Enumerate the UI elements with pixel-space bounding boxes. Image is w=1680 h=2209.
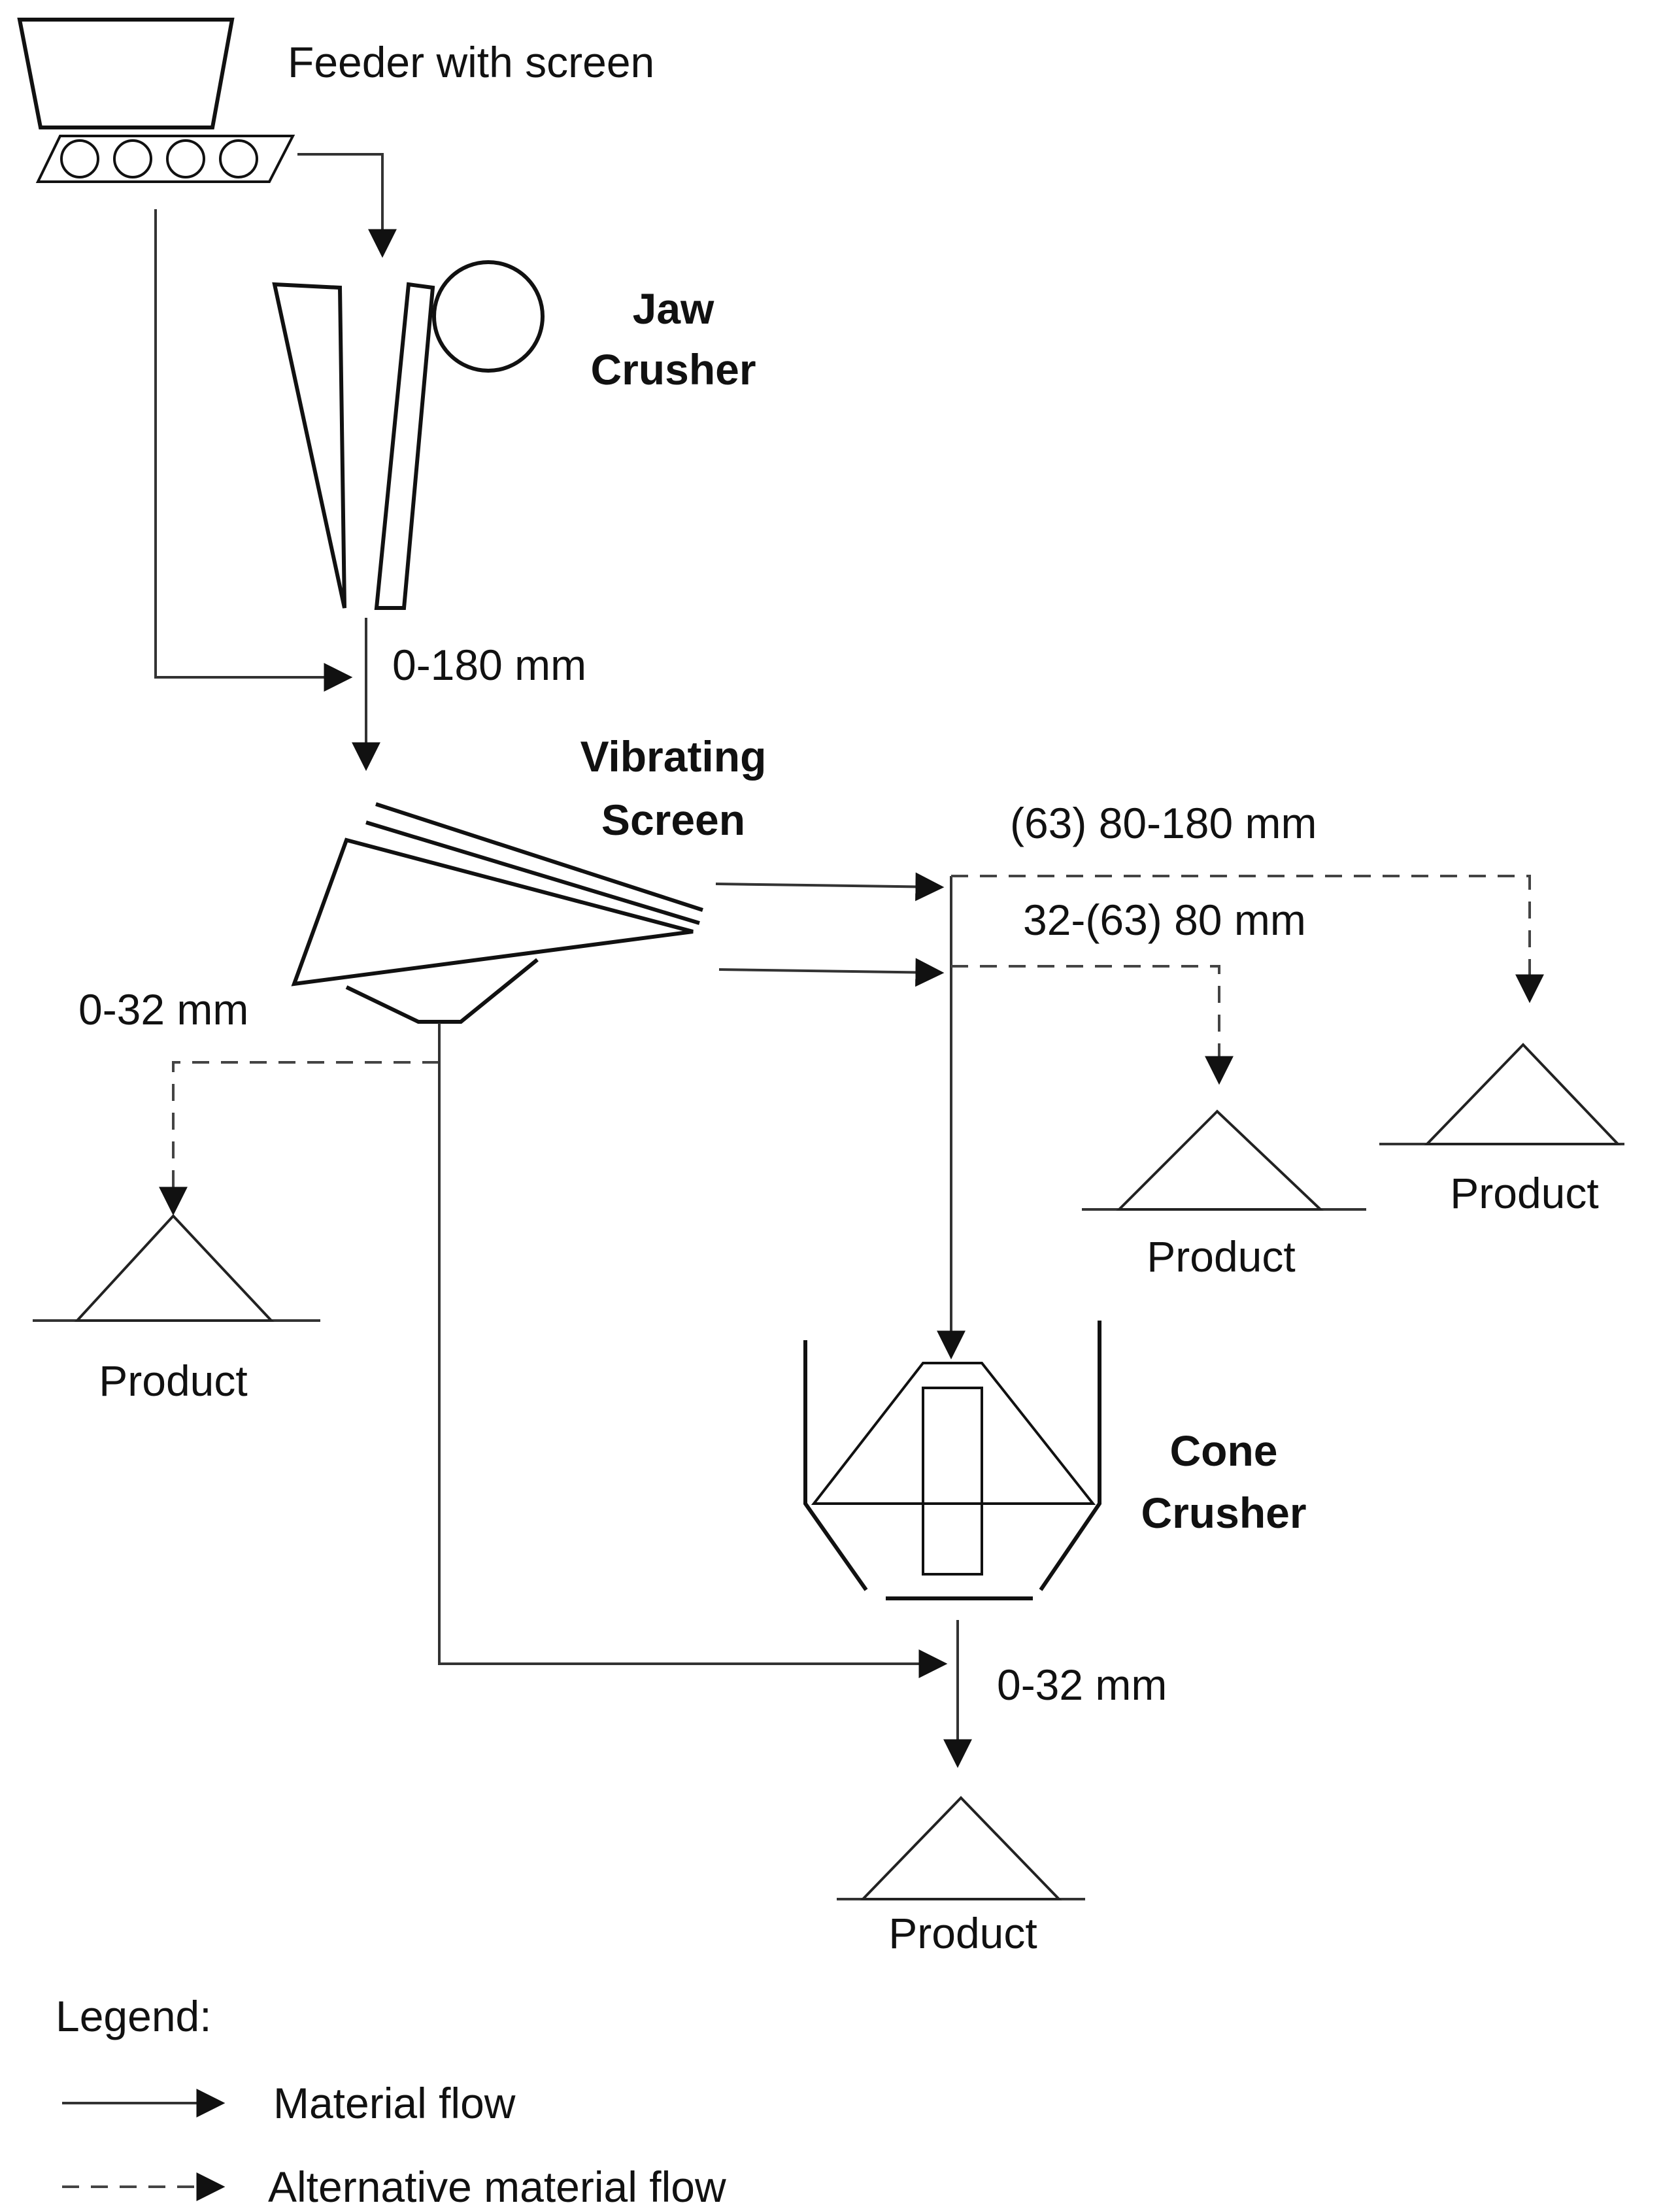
product-label-final: Product xyxy=(888,1909,1037,1957)
legend-alternative-flow-label: Alternative material flow xyxy=(268,2163,726,2209)
screen-middle-label: 32-(63) 80 mm xyxy=(1023,896,1306,944)
cone-crusher-label-2: Crusher xyxy=(1141,1489,1306,1537)
screen-top-label: (63) 80-180 mm xyxy=(1010,799,1317,847)
cone-crusher xyxy=(803,1321,1101,1600)
flow-fines-bypass-to-final xyxy=(438,1023,948,1678)
jaw-crusher xyxy=(272,260,545,610)
product-pile-final xyxy=(837,1796,1085,1900)
product-label-coarse: Product xyxy=(1450,1169,1598,1217)
legend-title: Legend: xyxy=(56,1992,212,2040)
vibrating-screen-label-2: Screen xyxy=(601,796,745,844)
flow-feeder-to-jaw xyxy=(297,153,397,258)
cone-crusher-label-1: Cone xyxy=(1170,1426,1278,1475)
feeder-label: Feeder with screen xyxy=(288,38,654,86)
product-pile-fines xyxy=(33,1214,320,1322)
flow-feeder-bypass xyxy=(154,209,353,692)
screen-bottom-label: 0-32 mm xyxy=(78,985,248,1034)
alt-flow-coarse-product xyxy=(951,875,1544,1003)
feeder-with-screen xyxy=(17,18,295,183)
product-label-mid: Product xyxy=(1147,1232,1295,1281)
flow-screen-top-to-junction xyxy=(715,872,945,902)
jaw-output-label: 0-180 mm xyxy=(392,641,586,689)
product-pile-coarse xyxy=(1379,1043,1624,1145)
flow-screen-middle-to-junction xyxy=(718,958,945,987)
cone-output-label: 0-32 mm xyxy=(997,1661,1167,1709)
vibrating-screen-label-1: Vibrating xyxy=(580,732,767,781)
product-label-fines: Product xyxy=(99,1357,247,1405)
legend-material-flow-label: Material flow xyxy=(273,2079,516,2127)
jaw-crusher-label-2: Crusher xyxy=(590,345,756,394)
product-pile-mid xyxy=(1082,1109,1366,1211)
alt-flow-fines-product xyxy=(159,1061,439,1216)
alt-flow-mid-product xyxy=(951,965,1234,1085)
vibrating-screen xyxy=(291,802,703,1024)
jaw-crusher-label-1: Jaw xyxy=(633,284,714,333)
